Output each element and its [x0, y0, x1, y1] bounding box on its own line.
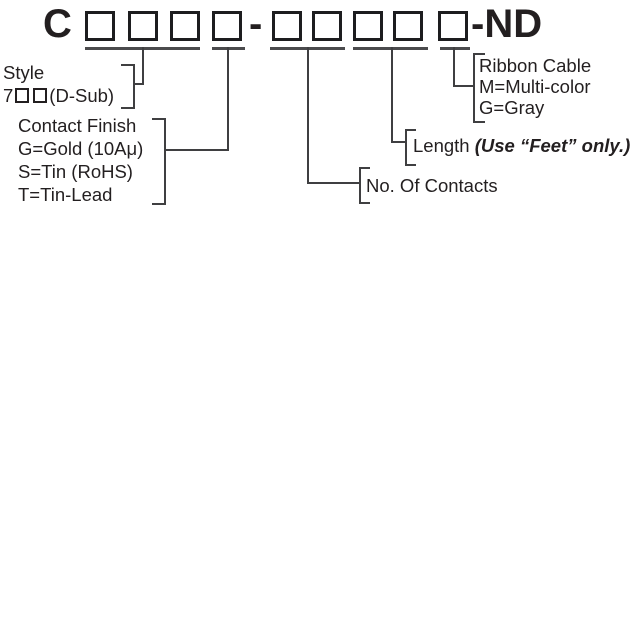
style-value: 7 (D-Sub) — [3, 84, 114, 107]
underline-ribbon-group — [440, 47, 470, 50]
digit-box — [212, 11, 242, 41]
style-value-prefix: 7 — [3, 85, 14, 106]
connector-line-ribbon — [455, 85, 475, 87]
digit-box — [128, 11, 158, 41]
style-title: Style — [3, 62, 45, 83]
digit-box-small — [33, 88, 48, 103]
contacts-title: No. Of Contacts — [366, 175, 498, 196]
contact-finish-option: S=Tin (RoHS) — [18, 161, 133, 182]
part-number-separator: - — [249, 2, 263, 46]
part-number-suffix: -ND — [471, 2, 543, 46]
connector-line-length — [393, 141, 407, 143]
bracket-contacts — [359, 167, 370, 204]
digit-box-small — [15, 88, 30, 103]
callout-contact-finish: Contact Finish G=Gold (10Aμ) S=Tin (RoHS… — [18, 114, 143, 206]
digit-box — [393, 11, 423, 41]
digit-box — [170, 11, 200, 41]
style-value-suffix: (D-Sub) — [49, 85, 115, 106]
callout-contacts: No. Of Contacts — [366, 176, 498, 196]
contact-finish-option: T=Tin-Lead — [18, 184, 113, 205]
bracket-ribbon-cable — [473, 53, 485, 123]
digit-box — [85, 11, 115, 41]
length-note: (Use “Feet” only.) — [474, 135, 631, 156]
bracket-contact-finish — [152, 118, 166, 205]
callout-style: Style 7 (D-Sub) — [3, 61, 114, 107]
ribbon-cable-option: G=Gray — [479, 97, 545, 118]
bracket-length — [405, 129, 416, 166]
connector-line-style — [133, 83, 144, 85]
bracket-style — [121, 64, 135, 109]
connector-line-contact-finish — [165, 149, 229, 151]
length-title: Length — [413, 135, 470, 156]
callout-length: Length (Use “Feet” only.) — [413, 136, 630, 156]
connector-line-contacts — [309, 182, 361, 184]
ribbon-cable-option: M=Multi-color — [479, 76, 591, 97]
connector-line-contacts — [307, 47, 309, 184]
connector-line-ribbon — [453, 47, 455, 87]
ribbon-cable-title: Ribbon Cable — [479, 55, 592, 76]
digit-box — [438, 11, 468, 41]
connector-line-contact-finish — [227, 47, 229, 151]
callout-ribbon-cable: Ribbon Cable M=Multi-color G=Gray — [479, 55, 591, 118]
contact-finish-title: Contact Finish — [18, 115, 137, 136]
connector-line-length — [391, 47, 393, 143]
connector-line-style — [142, 47, 144, 85]
underline-length-group — [353, 47, 428, 50]
part-number-prefix: C — [43, 2, 72, 46]
digit-box — [272, 11, 302, 41]
digit-box — [353, 11, 383, 41]
contact-finish-option: G=Gold (10Aμ) — [18, 138, 144, 159]
digit-box — [312, 11, 342, 41]
